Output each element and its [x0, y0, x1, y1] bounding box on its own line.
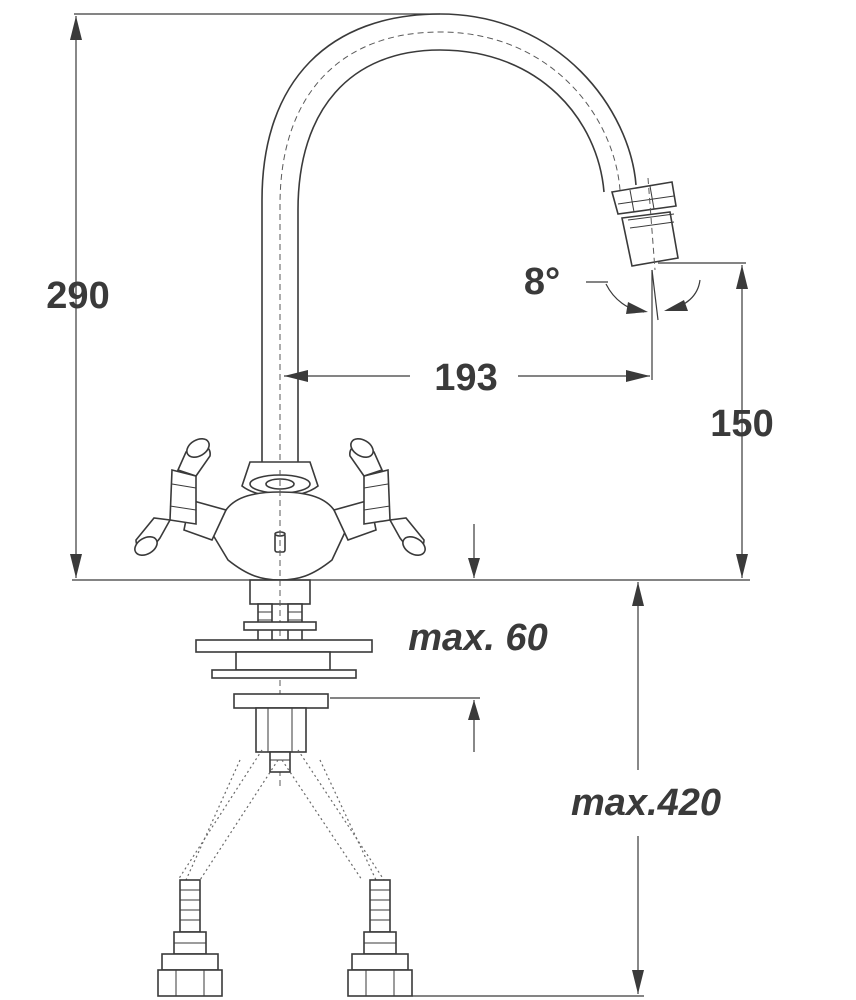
left-cross-handle: [134, 438, 228, 556]
dim-spray-angle-label: 8°: [524, 261, 560, 303]
dim-spray-angle: 8°: [524, 261, 701, 321]
dim-spout-reach: 193: [284, 270, 653, 399]
dim-max-deck-thickness-label: max. 60: [408, 617, 547, 659]
dim-max-hose-length: max.420: [412, 582, 721, 997]
dim-max-hose-length-label: max.420: [571, 782, 721, 824]
left-hose-fitting: [157, 879, 223, 997]
dim-spout-reach-label: 193: [434, 357, 497, 399]
flexible-hoses: [177, 749, 385, 881]
gooseneck-spout: [261, 13, 637, 470]
dim-max-deck-thickness: max. 60: [330, 524, 548, 752]
right-cross-handle: [332, 438, 426, 556]
mounting-hardware: [195, 603, 373, 773]
dim-spout-height: 150: [658, 262, 774, 578]
dim-total-height-label: 290: [46, 275, 109, 317]
right-hose-fitting: [347, 879, 413, 997]
dim-total-height: 290: [46, 13, 440, 578]
dim-spout-height-label: 150: [710, 403, 773, 445]
aerator-nozzle: [610, 177, 679, 271]
